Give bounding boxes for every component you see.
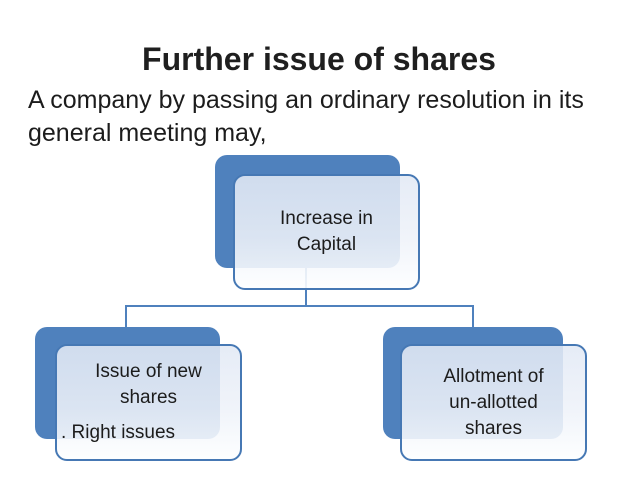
right-node-label: Allotment of un-allotted shares <box>443 365 544 439</box>
left-node-label: Issue of new shares <box>95 361 202 408</box>
root-node-label: Increase in Capital <box>280 208 373 255</box>
slide-body-text: A company by passing an ordinary resolut… <box>28 86 584 147</box>
left-node-bullet-right-issues: . Right issues <box>61 422 176 443</box>
left-node-issue-of-new-shares: Issue of new shares . Right issues <box>55 344 242 461</box>
right-node-allotment-of-unallotted-shares: Allotment of un-allotted shares <box>400 344 587 461</box>
slide-title: Further issue of shares <box>142 41 496 77</box>
root-node-increase-in-capital: Increase in Capital <box>233 174 420 290</box>
